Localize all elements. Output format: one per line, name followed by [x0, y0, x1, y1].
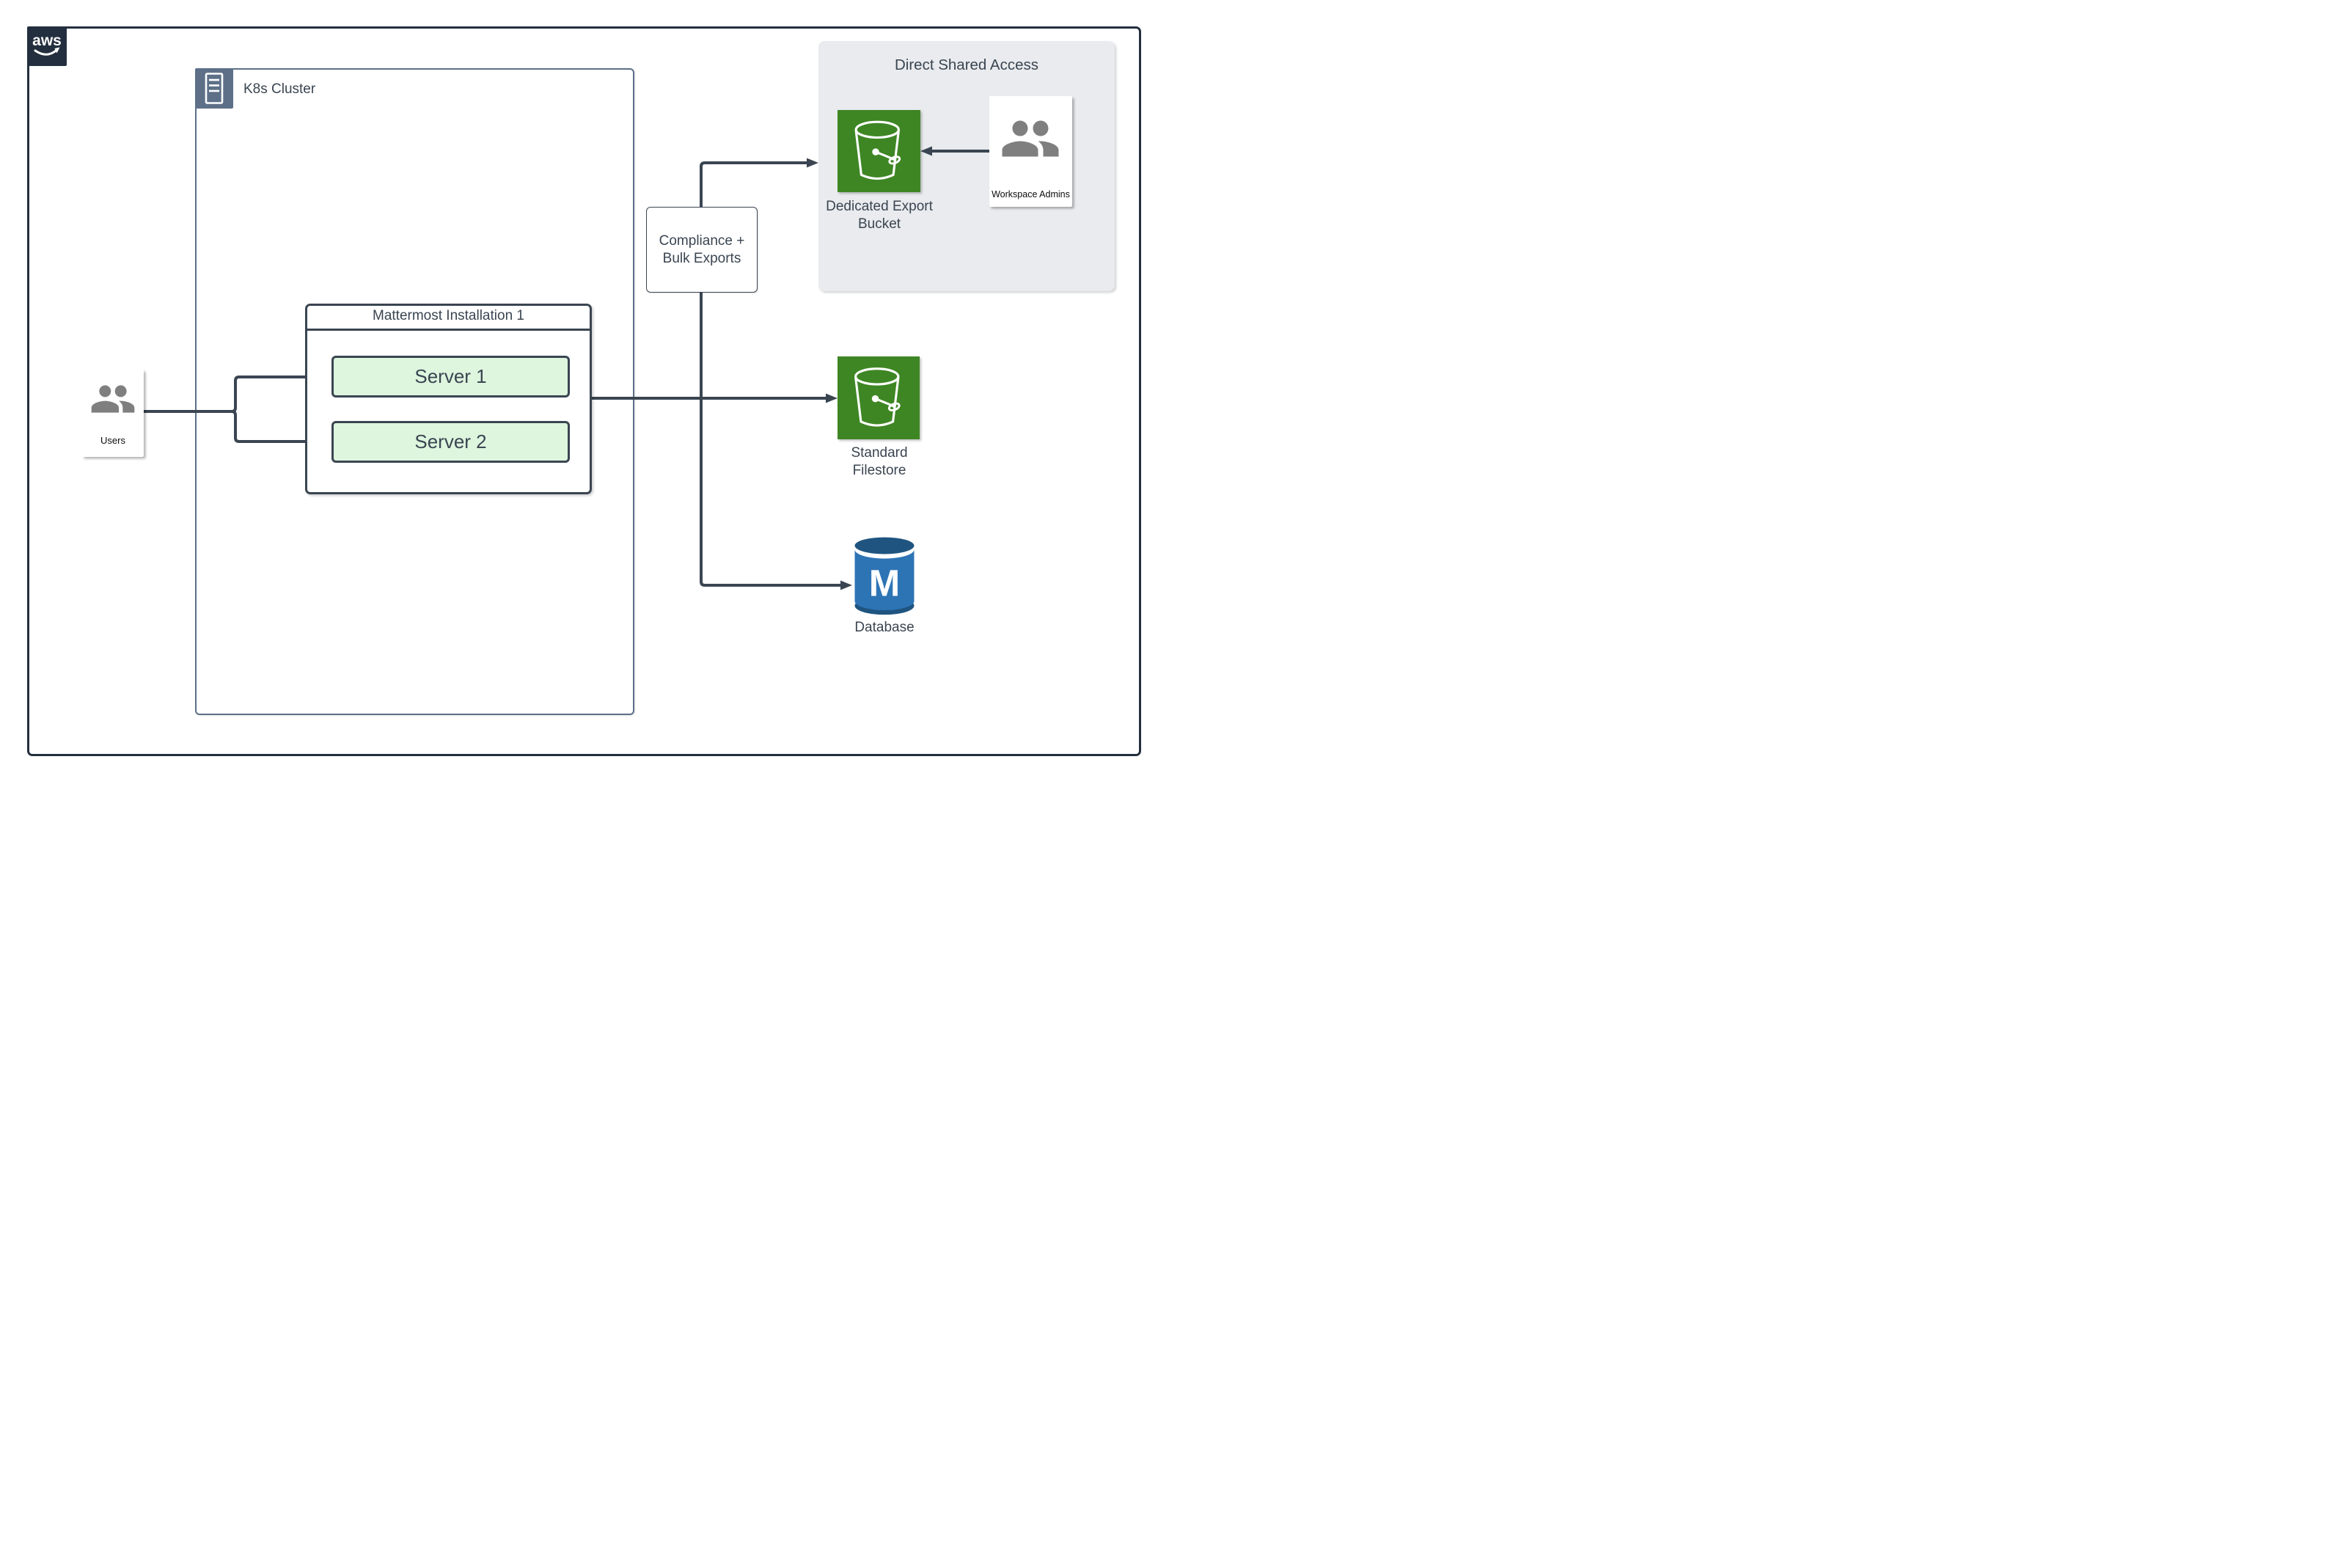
k8s-cluster-label: K8s Cluster	[243, 81, 316, 97]
dedicated-export-bucket-label: Dedicated Export Bucket	[813, 198, 946, 233]
mattermost-header-divider	[307, 329, 590, 331]
standard-filestore-line1: Standard	[851, 445, 908, 461]
server-rack-icon	[195, 68, 233, 109]
s3-bucket-icon-dedicated-export	[838, 110, 920, 192]
aws-logo-text: aws	[32, 32, 62, 49]
server-2-node: Server 2	[331, 421, 570, 463]
workspace-admins-label: Workspace Admins	[992, 189, 1070, 199]
server-1-node: Server 1	[331, 356, 570, 398]
database-cylinder-icon: M	[852, 533, 917, 618]
workspace-admins-node: Workspace Admins	[989, 96, 1072, 207]
direct-shared-access-title: Direct Shared Access	[895, 56, 1038, 73]
compliance-label-line1: Compliance +	[659, 232, 745, 249]
dedicated-export-bucket-line2: Bucket	[857, 216, 901, 232]
people-icon	[89, 375, 136, 422]
database-label: Database	[854, 620, 915, 635]
compliance-bulk-exports-node: Compliance + Bulk Exports	[646, 207, 758, 293]
mattermost-installation-title: Mattermost Installation 1	[373, 308, 524, 323]
aws-logo-icon: aws	[27, 26, 67, 66]
people-icon	[1000, 108, 1061, 169]
users-node: Users	[82, 370, 144, 457]
aws-smile-arrow	[54, 47, 60, 54]
s3-bucket-icon-standard-filestore	[838, 356, 920, 439]
database-monogram: M	[869, 563, 901, 604]
dedicated-export-bucket-line1: Dedicated Export	[826, 199, 933, 214]
standard-filestore-line2: Filestore	[852, 463, 906, 478]
users-label: Users	[100, 435, 125, 446]
aws-cloud-boundary	[27, 26, 1141, 756]
mattermost-installation-box	[305, 304, 592, 494]
compliance-label-line2: Bulk Exports	[662, 250, 741, 266]
architecture-diagram: aws Direct Shared Access K8s Cluster	[0, 0, 1169, 784]
standard-filestore-label: Standard Filestore	[813, 444, 946, 480]
aws-smile-curve	[34, 48, 58, 56]
